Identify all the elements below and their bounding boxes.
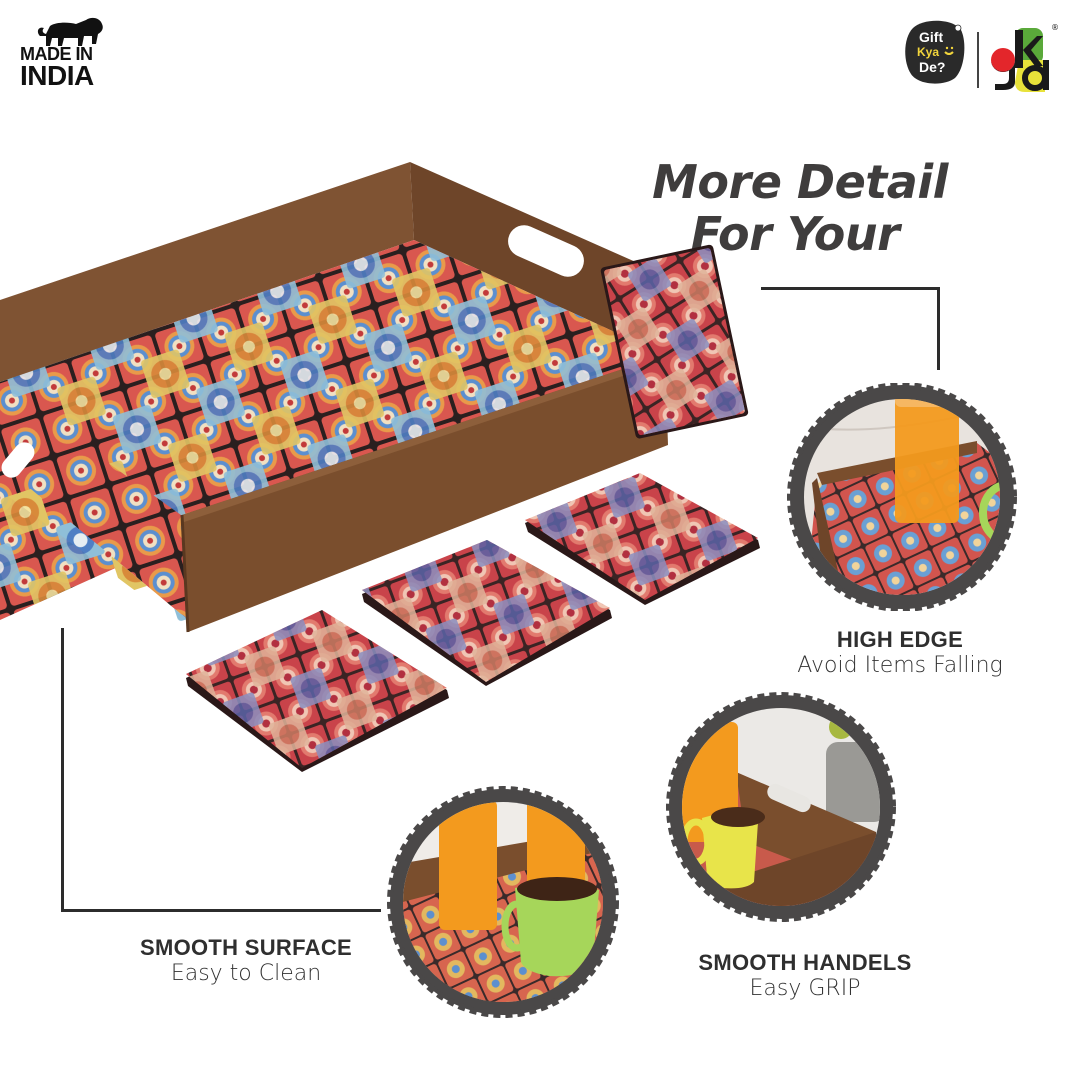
smooth-surface-photo	[387, 786, 619, 1018]
mug-icon	[515, 883, 599, 977]
lion-icon	[37, 17, 103, 46]
brand-logos: Gift Kya De? ®	[905, 14, 1065, 92]
connector-line-left-horizontal	[61, 909, 381, 912]
feature-high-edge: HIGH EDGE Avoid Items Falling	[770, 627, 1030, 679]
juice-glass-icon	[895, 399, 959, 523]
feature-smooth-handles: SMOOTH HANDELS Easy GRIP	[670, 950, 940, 1002]
made-in-label: MADE IN	[20, 44, 93, 64]
feature-subtitle: Easy to Clean	[170, 961, 322, 986]
high-edge-photo	[787, 383, 1017, 611]
svg-text:Gift: Gift	[919, 29, 943, 45]
tray-illustration	[0, 162, 760, 772]
gift-kya-de-logo: Gift Kya De?	[905, 20, 965, 84]
feature-subtitle: Avoid Items Falling	[797, 653, 1003, 678]
connector-line-top-vertical	[937, 287, 940, 370]
made-in-india-logo: MADE IN INDIA	[18, 14, 118, 91]
feature-title: SMOOTH HANDELS	[698, 950, 912, 975]
mug-icon	[702, 811, 758, 889]
svg-text:Kya: Kya	[917, 45, 939, 59]
headline-line-2: For Your	[690, 207, 900, 261]
connector-line-left-vertical	[61, 628, 64, 911]
logo-divider	[977, 32, 979, 88]
gkd-logo: ®	[991, 23, 1059, 92]
headline-line-1: More Detail	[652, 155, 948, 209]
connector-line-top-horizontal	[761, 287, 940, 290]
svg-text:®: ®	[1051, 23, 1059, 32]
feature-smooth-surface: SMOOTH SURFACE Easy to Clean	[116, 935, 376, 987]
feature-subtitle: Easy GRIP	[749, 976, 861, 1001]
feature-title: HIGH EDGE	[836, 627, 964, 652]
juice-glass-icon	[439, 802, 497, 930]
feature-title: SMOOTH SURFACE	[140, 935, 352, 960]
india-label: INDIA	[20, 60, 94, 91]
svg-text:De?: De?	[919, 59, 945, 75]
smooth-handles-photo	[666, 692, 896, 922]
headline: More Detail For Your	[640, 156, 960, 260]
